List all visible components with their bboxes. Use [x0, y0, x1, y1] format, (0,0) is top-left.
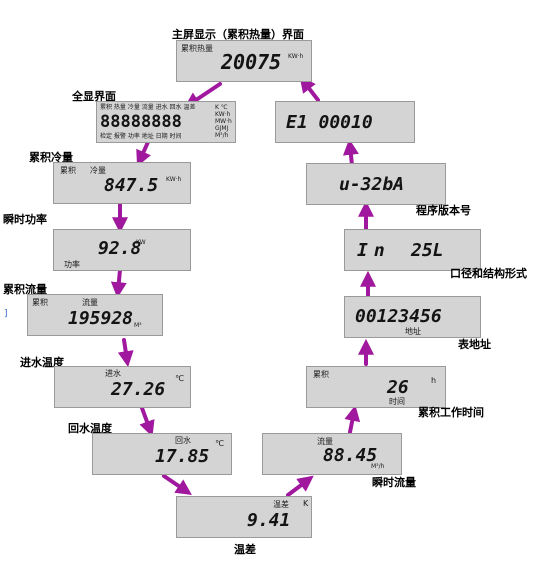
caption-meter-address: 表地址	[458, 338, 491, 351]
lcd-value: 20075	[221, 50, 282, 74]
lcd-unit: M³/h	[371, 463, 385, 470]
lcd-value: 00123456	[355, 306, 442, 327]
lcd-label-a: 累积	[32, 298, 48, 307]
arrow-diff-to-flow	[286, 475, 314, 497]
lcd-label: 累积热量	[181, 44, 213, 53]
lcd-value-a: In	[357, 240, 391, 261]
arrow-full-to-cold	[136, 140, 151, 167]
lcd-label: 回水	[175, 436, 191, 445]
lcd-value: 9.41	[247, 510, 291, 531]
lcd-label: 进水	[105, 369, 121, 378]
caption-return-temp: 回水温度	[68, 422, 112, 435]
lcd-unit: ℃	[175, 374, 184, 383]
lcd-return-temp: 回水 17.85 ℃	[92, 433, 232, 475]
lcd-label-a: 累积	[60, 166, 76, 175]
lcd-unit: ℃	[215, 439, 224, 448]
lcd-value: 27.26	[111, 379, 166, 400]
lcd-value: u-32bA	[339, 174, 405, 195]
lcd-cumulative-flow: 累积 流量 195928 M³	[27, 294, 163, 336]
lcd-all-digits: 88888888	[100, 112, 182, 132]
lcd-unit-mwh: MW·h	[215, 118, 232, 125]
stray-mark: ]	[4, 309, 8, 319]
lcd-unit: KW·h	[288, 53, 304, 60]
lcd-label-b: 冷量	[90, 166, 106, 175]
caption-temp-diff: 温差	[234, 543, 256, 556]
caption-instant-flow: 瞬时流量	[372, 476, 416, 489]
lcd-unit: h	[431, 376, 437, 385]
lcd-unit: M³	[134, 322, 142, 329]
caption-working-time: 累积工作时间	[418, 406, 484, 419]
lcd-label-b: 流量	[82, 298, 98, 307]
lcd-label: 功率	[64, 260, 80, 269]
lcd-value: 92.8	[98, 238, 142, 259]
arrow-flowtotal-to-inlet	[117, 338, 134, 368]
lcd-label: 流量	[317, 437, 333, 446]
lcd-top-labels: 累积 热量 冷量 流量 进水 回水 温差	[100, 104, 196, 111]
lcd-meter-address: 00123456 地址	[344, 296, 481, 338]
lcd-unit: KW	[136, 239, 146, 246]
lcd-value: E1 00010	[286, 112, 373, 133]
lcd-unit-m3h: M³/h	[215, 132, 229, 139]
arrow-power-to-flowtotal	[110, 268, 127, 299]
arrow-error-to-main	[299, 76, 320, 102]
lcd-unit-kwh: KW·h	[215, 111, 231, 118]
lcd-temp-diff: 温差 K 9.41	[176, 496, 312, 538]
arrow-version-to-error	[342, 138, 359, 167]
arrow-inlet-to-return	[139, 406, 155, 437]
lcd-program-version: u-32bA	[306, 163, 446, 205]
lcd-value: 17.85	[155, 446, 210, 467]
lcd-unit: K	[303, 499, 309, 508]
caption-cumulative-flow: 累积流量	[3, 283, 47, 296]
caption-inlet-temp: 进水温度	[20, 356, 64, 369]
lcd-value: 195928	[68, 308, 134, 329]
lcd-label: 地址	[405, 327, 421, 336]
arrow-return-to-diff	[162, 474, 192, 496]
lcd-unit-gj: GJMJ	[215, 125, 229, 132]
lcd-full-display: 累积 热量 冷量 流量 进水 回水 温差 88888888 K ℃ KW·h M…	[96, 101, 236, 143]
lcd-main-screen: 累积热量 20075 KW·h	[176, 40, 312, 82]
lcd-caliber: In 25L	[344, 229, 481, 271]
caption-cumulative-cold: 累积冷量	[29, 151, 73, 164]
lcd-value: 26	[387, 377, 409, 398]
caption-program-version: 程序版本号	[416, 204, 471, 217]
lcd-working-time: 累积 26 h 时间	[306, 366, 446, 408]
lcd-unit-k: K ℃	[215, 104, 228, 111]
lcd-label-b: 时间	[389, 397, 405, 406]
caption-full-display: 全显界面	[72, 90, 116, 103]
lcd-label-a: 累积	[313, 370, 329, 379]
lcd-instant-power: 92.8 KW 功率	[53, 229, 191, 271]
arrow-main-to-full	[184, 82, 222, 108]
lcd-value-b: 25L	[411, 240, 444, 261]
lcd-bottom-labels: 检定 报警 功率 地址 日期 时间	[100, 133, 182, 140]
lcd-label: 温差	[273, 500, 289, 509]
arrow-flow-to-worktime	[344, 404, 361, 434]
caption-main-screen: 主屏显示（累积热量）界面	[172, 28, 304, 41]
caption-instant-power: 瞬时功率	[3, 213, 47, 226]
lcd-error-code: E1 00010	[275, 101, 415, 143]
lcd-unit: KW·h	[166, 176, 182, 183]
lcd-inlet-temp: 进水 27.26 ℃	[54, 366, 191, 408]
lcd-value: 88.45	[323, 445, 378, 466]
lcd-cumulative-cold: 累积 冷量 847.5 KW·h	[53, 162, 191, 204]
lcd-instant-flow: 流量 88.45 M³/h	[262, 433, 402, 475]
caption-caliber: 口径和结构形式	[450, 267, 527, 280]
lcd-value: 847.5	[104, 175, 159, 196]
